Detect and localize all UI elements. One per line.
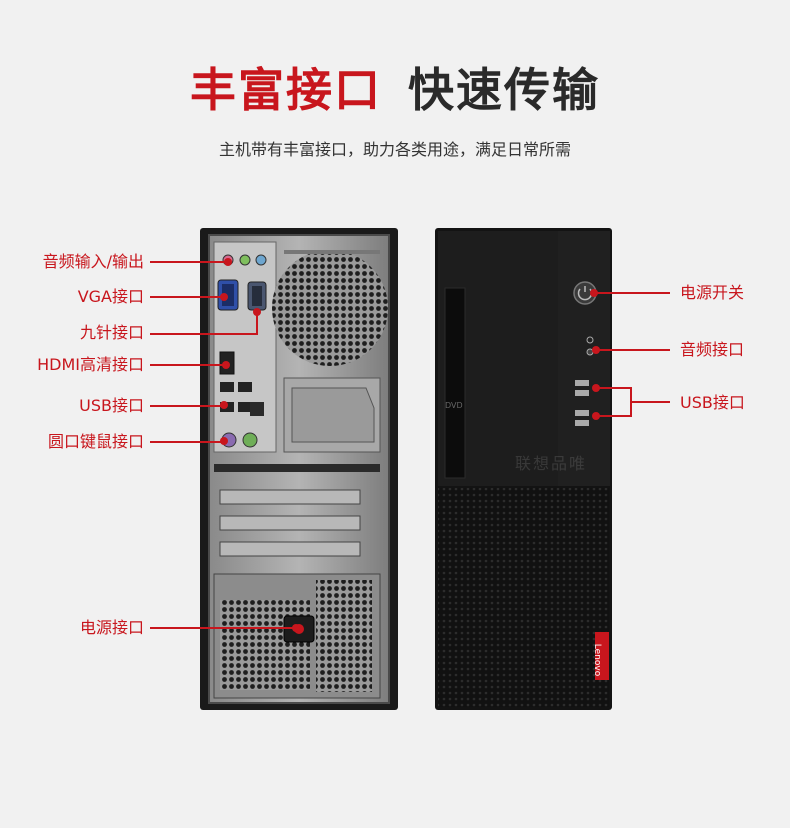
dot-hdmi	[222, 361, 230, 369]
vline-serial	[256, 312, 258, 334]
audio-jack-green	[239, 254, 251, 266]
dot-power-port	[292, 624, 300, 632]
dot-ps2	[220, 437, 228, 445]
usb-rear-2	[238, 382, 252, 392]
label-usb-front: USB接口	[680, 393, 745, 412]
ethernet-port	[250, 402, 264, 416]
line-usb-front-top	[596, 387, 632, 389]
line-usb-front	[630, 401, 670, 403]
rear-fan-grille	[272, 250, 388, 366]
usb-rear-1	[220, 382, 234, 392]
headset-icon	[586, 336, 594, 344]
line-ps2	[150, 441, 224, 443]
page-subtitle: 主机带有丰富接口，助力各类用途，满足日常所需	[218, 140, 571, 159]
line-audio-front	[596, 349, 670, 351]
pc-rear-view	[200, 228, 398, 710]
brand-logo: Lenovo	[592, 643, 603, 677]
front-mesh	[438, 488, 609, 707]
watermark: 联想品唯	[515, 454, 588, 473]
label-power-switch: 电源开关	[680, 283, 745, 302]
line-usb-front-bottom	[596, 415, 632, 417]
line-vga	[150, 296, 224, 298]
dot-usb-rear	[220, 401, 228, 409]
line-serial	[150, 333, 258, 335]
brand-badge	[595, 632, 609, 680]
pc-front-view: DVD	[435, 228, 612, 710]
usb-port-icon	[575, 380, 589, 386]
title-dark: 快速传输	[408, 63, 600, 117]
label-vga: VGA接口	[77, 287, 144, 306]
ps2-green	[242, 432, 258, 448]
title-red: 丰富接口	[190, 63, 382, 117]
label-ps2: 圆口键鼠接口	[47, 432, 144, 451]
line-power-switch	[594, 292, 670, 294]
dot-audio-io	[224, 258, 232, 266]
optical-drive	[444, 287, 466, 479]
dvd-logo-icon: DVD	[445, 401, 463, 410]
line-hdmi	[150, 364, 226, 366]
label-serial: 九针接口	[79, 323, 144, 342]
line-audio-io	[150, 261, 228, 263]
line-usb-rear	[150, 405, 224, 407]
page-title: 丰富接口快速传输	[0, 60, 790, 120]
usb-rear-4	[238, 402, 252, 412]
dot-vga	[220, 293, 228, 301]
label-power-port: 电源接口	[79, 618, 144, 637]
line-power-port	[150, 627, 296, 629]
audio-jack-blue	[255, 254, 267, 266]
label-hdmi: HDMI高清接口	[37, 355, 144, 374]
label-usb-rear: USB接口	[79, 396, 144, 415]
label-audio-io: 音频输入/输出	[42, 252, 144, 271]
label-audio-front: 音频接口	[680, 340, 745, 359]
dot-serial	[253, 308, 261, 316]
